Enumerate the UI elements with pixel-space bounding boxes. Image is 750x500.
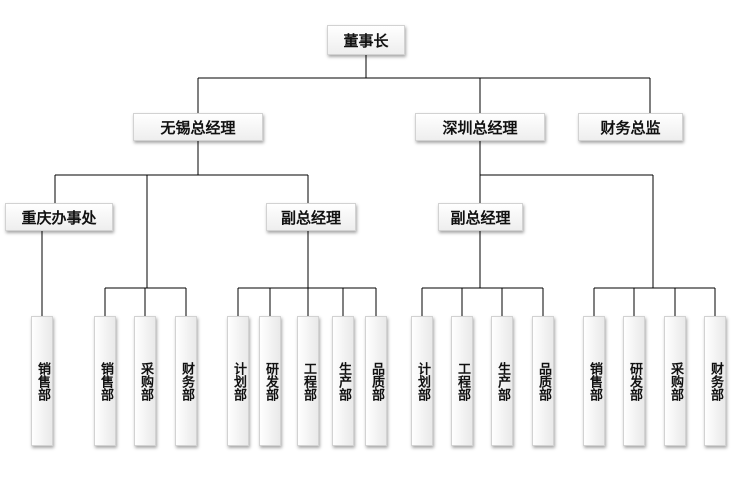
chongqing-office-box: 重庆办事处	[5, 203, 113, 231]
shenzhen-gm-box: 深圳总经理	[415, 113, 545, 141]
deputy-gm-shenzhen-box: 副总经理	[438, 203, 523, 231]
dept-box-szd-prod: 生产部	[491, 316, 513, 446]
dept-box-wxd-rd: 研发部	[259, 316, 281, 446]
dept-box-cq-sales: 销售部	[31, 316, 53, 446]
dept-box-sz-rd: 研发部	[623, 316, 645, 446]
dept-box-sz-sales: 销售部	[583, 316, 605, 446]
dept-box-wx-purchase: 采购部	[134, 316, 156, 446]
dept-box-wx-sales: 销售部	[94, 316, 116, 446]
dept-box-szd-plan: 计划部	[411, 316, 433, 446]
dept-box-szd-eng: 工程部	[451, 316, 473, 446]
dept-box-sz-purchase: 采购部	[664, 316, 686, 446]
deputy-gm-wuxi-box: 副总经理	[266, 203, 356, 231]
dept-box-wx-finance: 财务部	[175, 316, 197, 446]
chairman-box: 董事长	[327, 25, 405, 55]
dept-box-wxd-plan: 计划部	[227, 316, 249, 446]
dept-box-wxd-prod: 生产部	[332, 316, 354, 446]
wuxi-gm-box: 无锡总经理	[133, 113, 263, 141]
dept-box-wxd-quality: 品质部	[365, 316, 387, 446]
dept-box-sz-finance: 财务部	[704, 316, 726, 446]
dept-box-szd-quality: 品质部	[532, 316, 554, 446]
dept-box-wxd-eng: 工程部	[297, 316, 319, 446]
cfo-box: 财务总监	[578, 113, 683, 141]
